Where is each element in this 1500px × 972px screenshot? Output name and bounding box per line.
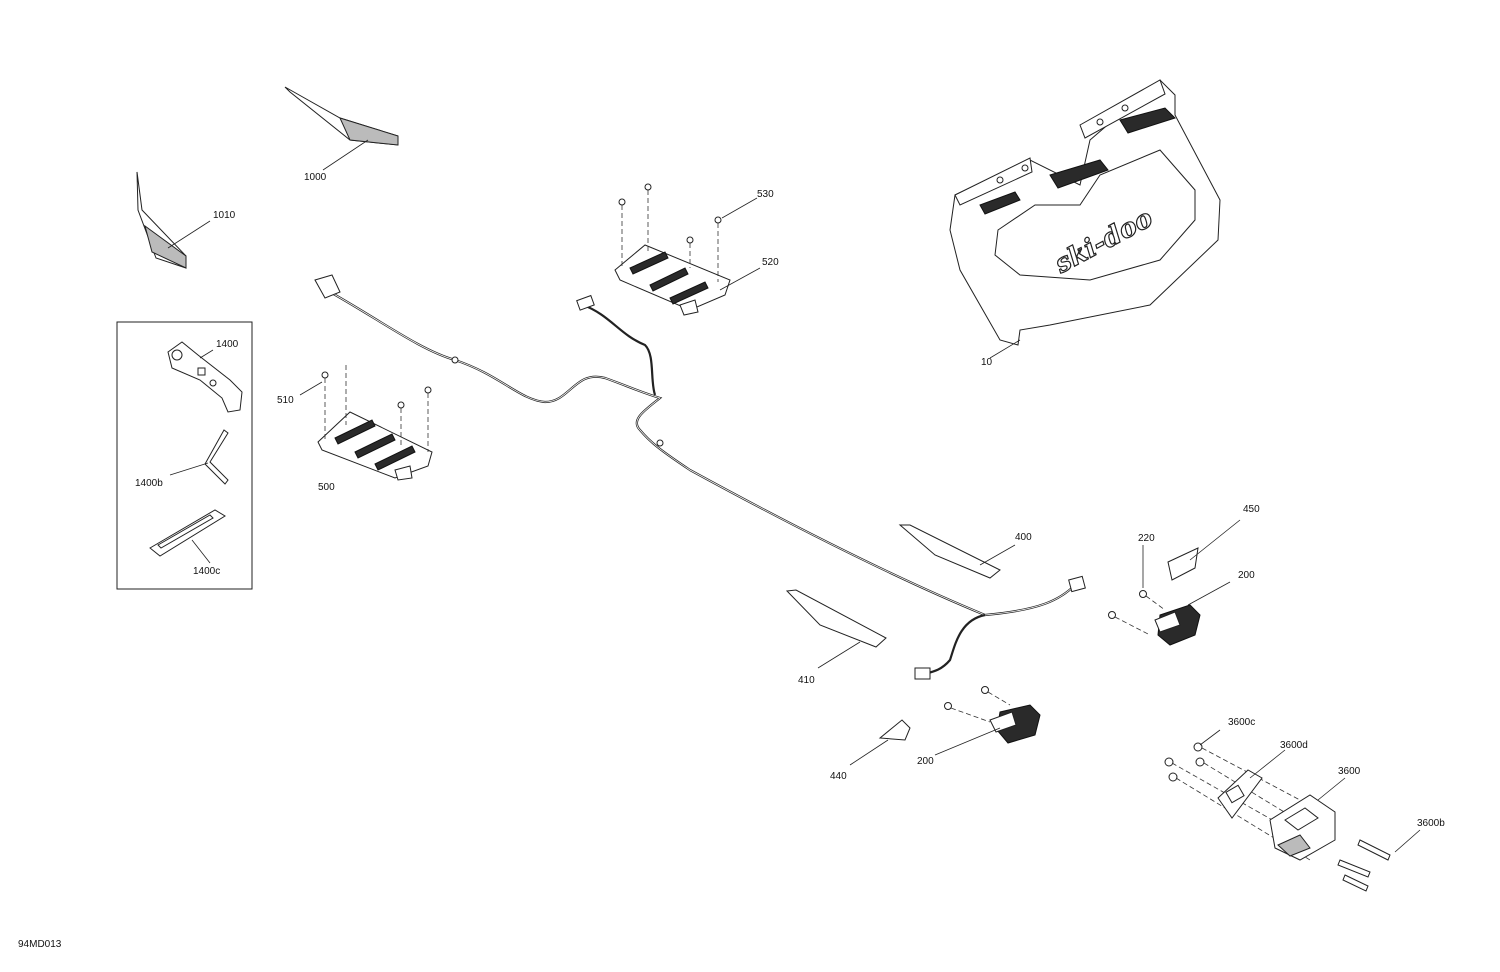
part-1000-trim (284, 86, 399, 171)
part-200-light-right (1108, 545, 1231, 646)
wiring-harness (314, 274, 1086, 680)
callout-1400c: 1400c (193, 566, 220, 577)
callout-450: 450 (1243, 504, 1260, 515)
callout-520: 520 (762, 257, 779, 268)
part-3600-hitch (1164, 729, 1421, 892)
callout-220: 220 (1138, 533, 1155, 544)
part-1400c-tool (149, 509, 226, 564)
tool-kit-box (116, 321, 253, 590)
callout-10: 10 (981, 357, 993, 368)
callout-440: 440 (830, 771, 847, 782)
part-400-strip (898, 524, 1016, 579)
callout-410: 410 (798, 675, 815, 686)
part-1010-trim (136, 171, 211, 269)
callout-1010: 1010 (213, 210, 236, 221)
callout-1400b: 1400b (135, 478, 163, 489)
callout-3600: 3600 (1338, 766, 1361, 777)
part-500-bracket (299, 365, 433, 481)
callout-200-left: 200 (917, 756, 934, 767)
part-1400-wrench (167, 341, 243, 413)
callout-530: 530 (757, 189, 774, 200)
callout-labels: 1000 1010 530 520 10 1400 1400b 1400c 51… (18, 172, 1445, 950)
callout-510: 510 (277, 395, 294, 406)
diagram-code: 94MD013 (18, 939, 62, 950)
callout-3600c: 3600c (1228, 717, 1255, 728)
part-1400b-hex-key (169, 429, 229, 485)
callout-400: 400 (1015, 532, 1032, 543)
part-10-rear-flap: ski-doo (949, 79, 1221, 359)
part-410-strip (785, 589, 887, 669)
part-520-bracket (614, 183, 761, 316)
part-440-decal (849, 719, 911, 766)
callout-3600d: 3600d (1280, 740, 1308, 751)
callout-500: 500 (318, 482, 335, 493)
part-200-light-left (934, 686, 1041, 756)
callout-1400: 1400 (216, 339, 239, 350)
callout-200-right: 200 (1238, 570, 1255, 581)
callout-3600b: 3600b (1417, 818, 1445, 829)
callout-1000: 1000 (304, 172, 327, 183)
part-450-decal (1167, 519, 1241, 581)
